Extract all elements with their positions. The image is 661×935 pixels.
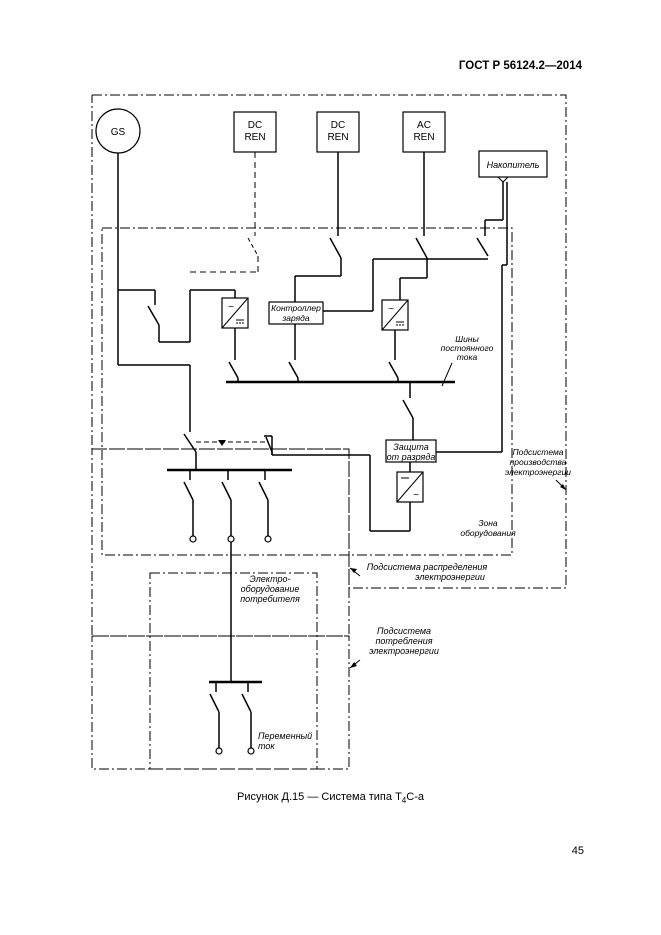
- ac-ren-box: [402, 111, 446, 153]
- consumption-subsystem-line1: Подсистема: [377, 626, 431, 636]
- charge-controller-box: [268, 301, 324, 325]
- figure-caption-prefix: Рисунок Д.15 — Система типа Т: [237, 791, 402, 803]
- equipment-zone-boundary: [101, 227, 513, 556]
- equipment-zone-line2: оборудования: [460, 528, 516, 538]
- storage-label: Накопитель: [487, 160, 540, 170]
- ac-ren-line1: AC: [417, 120, 431, 131]
- consumer-equipment-line3: потребителя: [240, 594, 300, 604]
- consumption-subsystem-line2: потребления: [375, 636, 432, 646]
- consumer-equipment-line2: оборудование: [241, 584, 300, 594]
- distribution-subsystem-line2: электроэнергии: [415, 572, 485, 582]
- charge-controller-line1: Контроллер: [271, 303, 321, 313]
- distribution-subsystem-boundary: [91, 448, 350, 637]
- generation-subsystem-line2: производства: [510, 457, 567, 467]
- generation-subsystem-line3: электроэнергии: [505, 467, 571, 477]
- dc-ren-2-line1: DC: [331, 120, 345, 131]
- figure-caption: Рисунок Д.15 — Система типа Т4С-а: [0, 791, 661, 805]
- ac-ren-line2: REN: [413, 132, 434, 143]
- dc-ren-2-line2: REN: [327, 132, 348, 143]
- dc-bus-line2: постоянного: [441, 343, 494, 353]
- protection-line1: Защита: [393, 442, 429, 452]
- distribution-subsystem-line1: Подсистема распределения: [367, 562, 488, 572]
- ac-current-line2: ток: [258, 741, 275, 751]
- figure-caption-suffix: С-а: [406, 791, 424, 803]
- consumption-subsystem-line3: электроэнергии: [369, 646, 439, 656]
- ac-current-line1: Переменный: [258, 731, 312, 741]
- svg-text:~: ~: [388, 304, 394, 315]
- consumer-equipment-line1: Электро-: [249, 574, 290, 584]
- dc-ren-box-2: [316, 111, 360, 153]
- dc-ren-1-line2: REN: [244, 132, 265, 143]
- document-code: ГОСТ Р 56124.2—2014: [458, 60, 582, 72]
- protection-line2: от разряда: [387, 452, 436, 462]
- dc-bus-line1: Шины: [455, 334, 479, 344]
- dc-ren-1-line1: DC: [248, 120, 262, 131]
- storage-box: [478, 150, 548, 178]
- gs-label: GS: [111, 127, 126, 138]
- charge-controller-line2: заряда: [281, 313, 309, 323]
- consumption-subsystem-boundary: [91, 635, 350, 770]
- figure-caption-subscript: 4: [401, 796, 407, 806]
- equipment-zone-line1: Зона: [478, 518, 498, 528]
- svg-text:~: ~: [228, 302, 234, 313]
- generation-subsystem-line1: Подсистема: [512, 447, 563, 457]
- dc-bus-line3: тока: [457, 352, 478, 362]
- protection-box: [385, 439, 437, 463]
- svg-text:~: ~: [413, 490, 419, 501]
- page-number: 45: [571, 845, 584, 857]
